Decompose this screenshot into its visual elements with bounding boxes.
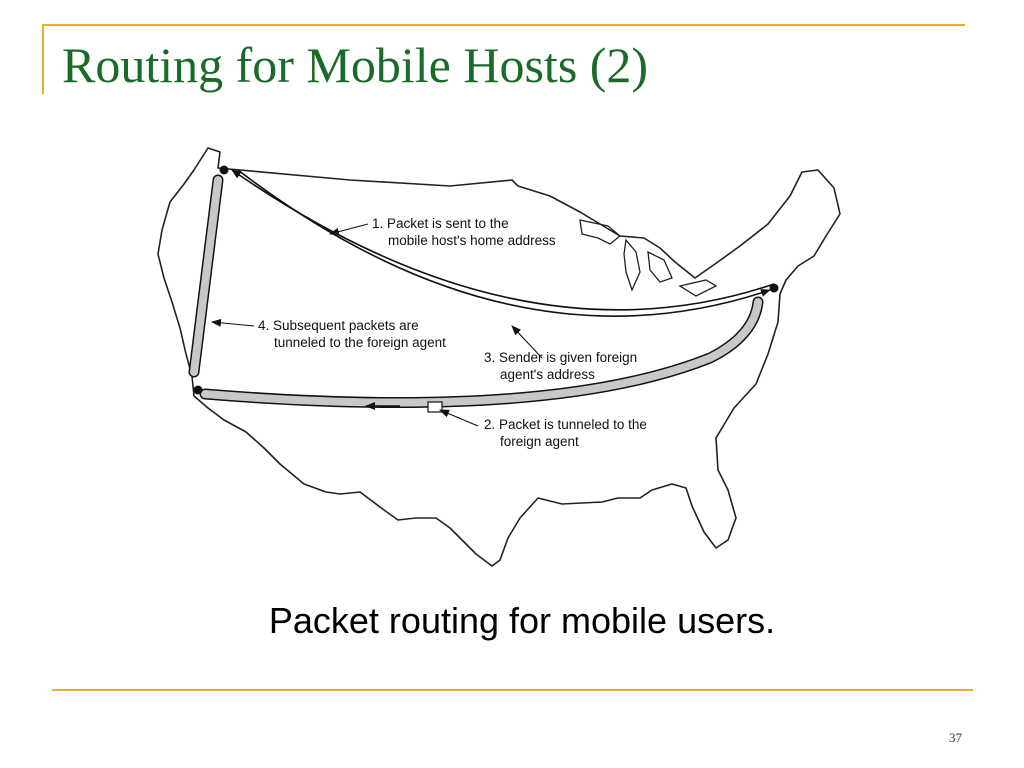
tunnel-south-fill [201,298,762,407]
foreign-agent-dot [193,385,203,395]
us-map-diagram: 1. Packet is sent to the mobile host's h… [157,147,841,567]
leader-step-1 [329,223,369,236]
page-number: 37 [949,730,962,745]
home-agent-dot [219,165,229,175]
great-lakes [579,219,718,297]
packet-to-home-path [231,169,775,311]
step-2-label-line1: 2. Packet is tunneled to the [484,417,647,432]
step-3-label-line1: 3. Sender is given foreign [484,350,637,365]
leader-step-4 [211,318,255,327]
figure-caption: Packet routing for mobile users. [268,600,776,641]
left-accent-line [42,24,44,94]
us-outline [157,147,841,567]
step-1-label-line1: 1. Packet is sent to the [372,216,509,231]
leader-step-2 [439,409,479,427]
packet-box [427,401,443,413]
leader-step-3 [511,325,543,359]
top-accent-line [42,24,965,26]
sender-dot [769,283,779,293]
step-4-label-line2: tunneled to the foreign agent [274,335,446,350]
foreign-agent-address-path [237,169,771,317]
step-4-label-line1: 4. Subsequent packets are [258,318,419,333]
step-2-label-line2: foreign agent [500,434,579,449]
slide-title: Routing for Mobile Hosts (2) [62,37,649,93]
step-1-label-line2: mobile host's home address [388,233,556,248]
step-3-label-line2: agent's address [500,367,595,382]
bottom-accent-line [52,689,973,691]
tunnel-west-fill [190,176,222,376]
us-routing-map-figure: 1. Packet is sent to the mobile host's h… [150,140,870,580]
